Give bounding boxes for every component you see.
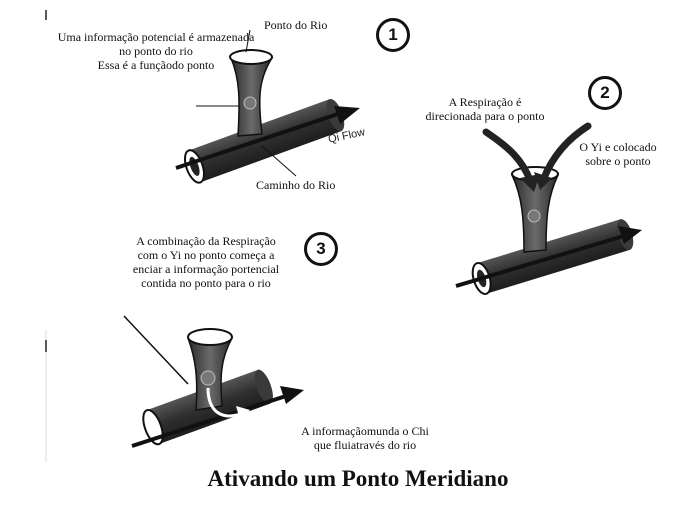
- label-line: A informaçãomunda o Chi: [301, 424, 429, 438]
- label-line: com o Yi no ponto começa a: [137, 248, 275, 262]
- figure-1: [175, 29, 360, 184]
- step-3-number: 3: [304, 232, 338, 266]
- label-line: que fluiatravés do rio: [313, 438, 417, 452]
- label-line: Essa é a funçãodo ponto: [97, 58, 215, 72]
- label-line: direcionada para o ponto: [425, 109, 545, 123]
- label-line: Uma informação potencial é armazenada: [57, 30, 255, 44]
- label-potential-info: Uma informação potencial é armazenada no…: [46, 30, 266, 72]
- figure-3: [123, 315, 304, 448]
- label-line: sobre o ponto: [585, 154, 651, 168]
- label-line: no ponto do rio: [119, 44, 193, 58]
- label-combination: A combinação da Respiração com o Yi no p…: [118, 234, 294, 290]
- label-line: contida no ponto para o rio: [141, 276, 271, 290]
- label-river-point: Ponto do Rio: [264, 18, 328, 32]
- label-river-path: Caminho do Rio: [256, 178, 336, 192]
- label-line: A combinação da Respiração: [136, 234, 276, 248]
- label-line: O Yi e colocado: [579, 140, 657, 154]
- label-line: A Respiração é: [448, 95, 522, 109]
- label-line: enciar a informação portencial: [132, 262, 280, 276]
- label-info-result: A informaçãomunda o Chi que fluiatravés …: [290, 424, 440, 452]
- label-breath-directed: A Respiração é direcionada para o ponto: [410, 95, 560, 123]
- page-title: Ativando um Ponto Meridiano: [207, 466, 509, 491]
- step-2-number: 2: [588, 76, 622, 110]
- figure-2: [455, 122, 642, 295]
- step-1-number: 1: [376, 18, 410, 52]
- label-yi-placed: O Yi e colocado sobre o ponto: [568, 140, 668, 168]
